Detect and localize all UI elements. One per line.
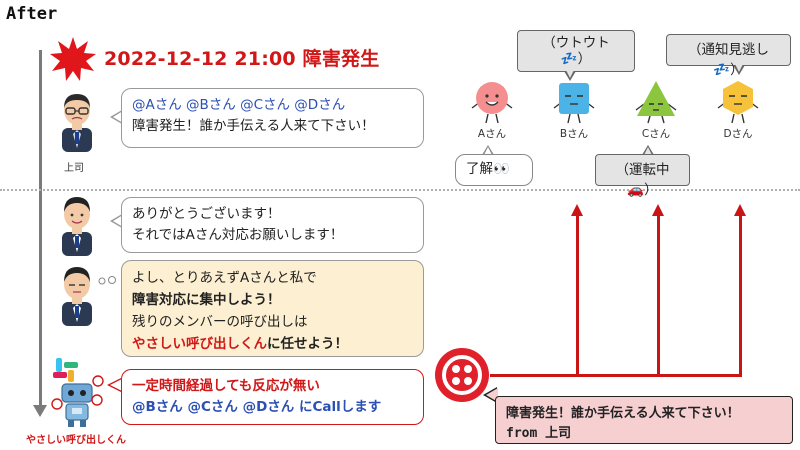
- call-line-to-b: [576, 214, 579, 376]
- bot-message-bubble: 一定時間経過しても反応が無い @Bさん @Cさん @Dさん にCallします: [121, 369, 424, 425]
- bot-caption: やさしい呼び出しくん: [26, 435, 126, 446]
- timeline-arrow-icon: [33, 405, 47, 417]
- reply-bubble: ありがとうございます！ それではAさん対応お願いします！: [121, 197, 424, 253]
- call-message-box: 障害発生！誰か手伝える人来て下さい！ from 上司: [495, 396, 793, 444]
- boss-message-bubble: @Aさん @Bさん @Cさん @Dさん 障害発生！誰か手伝える人来て下さい！: [121, 88, 424, 148]
- member-c-avatar: [635, 81, 677, 124]
- reply-line: ありがとうございます！: [132, 206, 281, 222]
- member-b-label: Bさん: [559, 128, 589, 140]
- bot-robot-avatar: [51, 358, 104, 427]
- bubble-tail: [113, 111, 123, 123]
- call-line-to-d: [739, 214, 742, 376]
- member-c-status: （運転中🚗）: [615, 162, 670, 198]
- boss-caption: 上司: [64, 163, 84, 174]
- thought-line: に任せよう！: [267, 336, 348, 352]
- member-b-status: 💤）: [560, 51, 592, 67]
- bubble-tail: [735, 64, 743, 72]
- call-message-line: 障害発生！誰か手伝える人来て下さい！: [506, 406, 740, 421]
- bot-name-highlight: やさしい呼び出しくん: [132, 336, 267, 352]
- timeline-line: [39, 50, 42, 410]
- reply-line: それではAさん対応お願いします！: [132, 227, 344, 243]
- bubble-tail: [484, 147, 492, 155]
- member-c-status-bubble: （運転中🚗）: [595, 154, 690, 198]
- bubble-tail: [566, 70, 574, 78]
- member-d-status-bubble: （通知見逃し💤）: [666, 34, 791, 78]
- member-b-status-bubble: （ウトウト 💤）: [517, 30, 635, 72]
- section-divider: [0, 189, 800, 191]
- member-a-label: Aさん: [477, 128, 507, 140]
- member-b-avatar: [553, 83, 595, 124]
- member-a-status: 了解👀: [466, 161, 510, 177]
- bot-call-line: @Bさん @Cさん @Dさん にCallします: [132, 399, 382, 415]
- arrow-head-icon: [734, 204, 746, 216]
- member-d-avatar: [717, 81, 759, 124]
- member-a-avatar: [471, 82, 513, 124]
- bubble-tail: [113, 215, 123, 227]
- boss-avatar: [62, 94, 92, 152]
- thought-bubble: よし、とりあえずAさんと私で 障害対応に集中しよう！ 残りのメンバーの呼び出しは…: [121, 260, 424, 357]
- thought-line: よし、とりあえずAさんと私で: [132, 270, 317, 286]
- member-c-label: Cさん: [641, 128, 671, 140]
- bubble-tail: [110, 379, 122, 391]
- call-line-horizontal: [490, 374, 742, 377]
- bot-message-line: 一定時間経過しても反応が無い: [132, 378, 320, 394]
- boss-message: 障害発生！誰か手伝える人来て下さい！: [132, 118, 375, 134]
- boss-mentions: @Aさん @Bさん @Cさん @Dさん: [132, 97, 346, 113]
- call-message-from: from 上司: [506, 426, 572, 441]
- alert-burst-icon: [50, 37, 96, 81]
- user-avatar: [62, 197, 92, 256]
- bubble-tail: [644, 147, 652, 155]
- member-b-status: （ウトウト: [542, 35, 610, 51]
- thought-line: 残りのメンバーの呼び出しは: [132, 314, 308, 330]
- arrow-head-icon: [652, 204, 664, 216]
- thought-dots-icon: [98, 276, 116, 285]
- member-d-status: （通知見逃し💤）: [688, 42, 769, 78]
- incident-title: 2022-12-12 21:00 障害発生: [104, 48, 380, 70]
- call-line-to-c: [657, 214, 660, 376]
- thought-line: 障害対応に集中しよう！: [132, 292, 281, 308]
- page-heading: After: [6, 4, 58, 24]
- member-d-label: Dさん: [723, 128, 753, 140]
- user-thinking-avatar: [62, 267, 92, 326]
- member-a-status-bubble: 了解👀: [455, 154, 533, 186]
- arrow-head-icon: [571, 204, 583, 216]
- twilio-logo-icon: [435, 348, 489, 402]
